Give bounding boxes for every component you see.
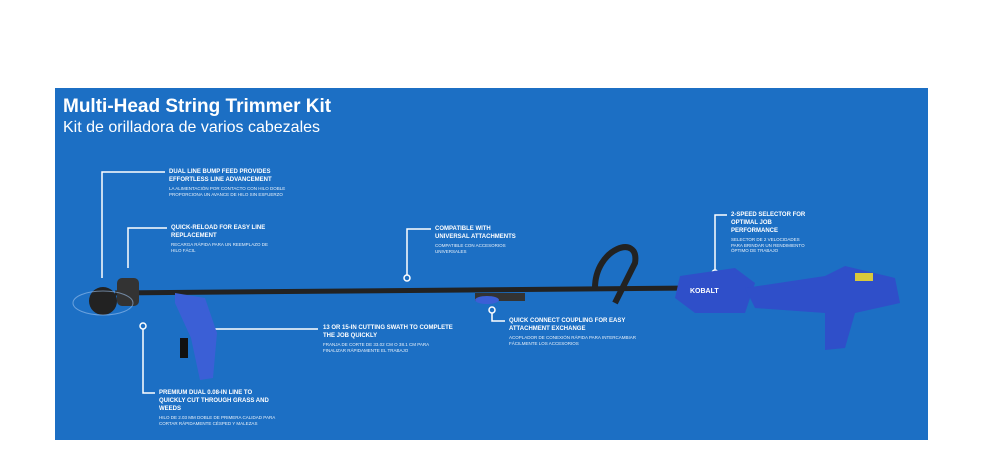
title: Multi-Head String Trimmer Kit [63, 96, 332, 117]
callout-universal-attachments: Compatible with universal attachmentsCom… [435, 226, 516, 254]
callout-quick-connect: Quick connect coupling for easy attachme… [509, 318, 636, 346]
guard [175, 293, 217, 380]
callout-2-speed: 2-speed selector for optimal job perform… [731, 212, 806, 253]
trimmer-shaft [114, 285, 696, 296]
infographic-panel: Multi-Head String Trimmer Kit Kit de ori… [55, 88, 928, 440]
trimmer-head [89, 287, 117, 315]
callout-cutting-swath: 13 or 15-in cutting swath to complete th… [323, 325, 453, 353]
handle [592, 244, 639, 305]
trimmer-illustration: KOBALT [72, 171, 900, 394]
callout-bump-feed: Dual line bump feed provides effortless … [169, 169, 286, 197]
motor-housing [675, 268, 755, 313]
callout-quick-reload: Quick-reload for easy line replacementRe… [171, 225, 268, 253]
battery-handle [745, 266, 900, 350]
brand-logo: KOBALT [690, 288, 719, 295]
subtitle: Kit de orilladora de varios cabezales [63, 119, 321, 136]
callout-premium-line: Premium dual 0.08-in line to quickly cut… [159, 390, 275, 426]
